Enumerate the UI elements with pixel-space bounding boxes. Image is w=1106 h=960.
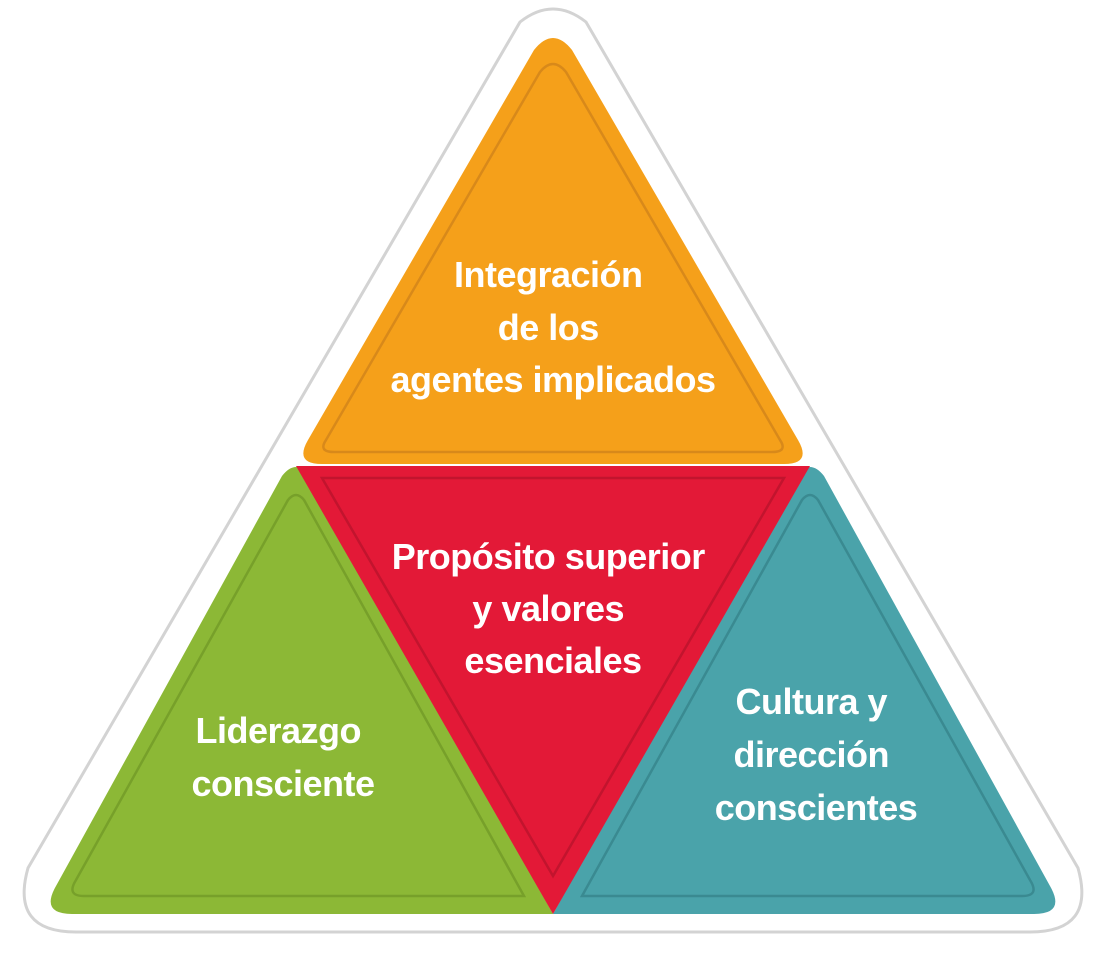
segment-left-inner-outline: [71, 493, 527, 898]
segment-left-label: Liderazgo consciente: [191, 710, 374, 804]
segment-left-label-line: consciente: [191, 763, 374, 804]
segment-top-inner-outline: [322, 62, 784, 454]
segment-right-shape: [553, 467, 1056, 914]
segment-top: [303, 38, 803, 464]
segment-left-label-line: Liderazgo: [195, 710, 361, 751]
segment-top-label-line: Integración: [454, 254, 643, 295]
segment-center-label: Propósito superior y valores esenciales: [392, 536, 715, 681]
segment-left-shape: [50, 467, 554, 914]
segment-center-label-line: y valores: [472, 588, 624, 629]
segment-right-inner-outline: [579, 493, 1035, 898]
segment-top-shape: [303, 38, 803, 464]
segment-top-label-line: de los: [498, 307, 599, 348]
segment-top-label-line: agentes implicados: [390, 359, 715, 400]
segment-left: [50, 467, 554, 914]
segment-center-inner-outline: [319, 476, 787, 879]
segment-center-shape: [296, 466, 810, 914]
segment-right-label-line: conscientes: [715, 787, 918, 828]
segment-center: [296, 466, 810, 914]
segment-right-label-line: dirección: [733, 734, 889, 775]
segment-right: [553, 467, 1056, 914]
segment-right-label-line: Cultura y: [735, 681, 887, 722]
segment-right-label: Cultura y dirección conscientes: [715, 681, 918, 828]
segment-center-label-line: esenciales: [464, 640, 641, 681]
segment-top-label: Integración de los agentes implicados: [390, 254, 715, 400]
segment-center-label-line: Propósito superior: [392, 536, 706, 577]
